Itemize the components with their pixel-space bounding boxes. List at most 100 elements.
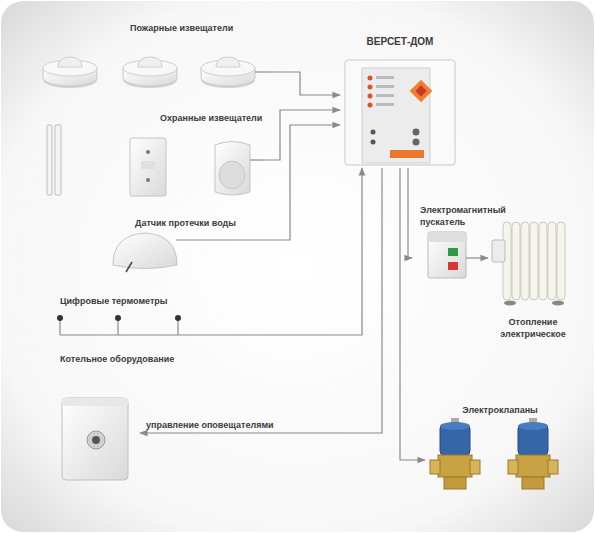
valve-base [522,477,544,489]
detector-dome [216,57,240,67]
thermometer-dot [175,315,181,321]
connector-line [408,168,412,258]
detector-group: Пожарные извещатели [25,18,270,100]
valve-base [444,477,466,489]
sensor-node: Датчик протечки воды [105,213,255,275]
heater-fin [521,222,529,300]
starter-device: Электромагнитный пускатель [412,202,472,280]
indicator-led [368,103,373,108]
starter-body [428,232,466,278]
indicator-led [368,85,373,90]
panel-button [371,130,376,135]
valve-group: Электроклапаны [425,402,575,497]
starter-top [428,232,466,242]
glass-break-sensor [130,138,166,196]
smoke-detector [201,57,255,88]
valve-body [516,455,550,477]
connector-line [200,168,362,335]
heater-foot [552,301,564,306]
warning-mark [415,85,426,96]
node-heading: Датчик протечки воды [135,217,236,229]
node-heading: Котельное оборудование [60,353,174,365]
logo-strip [390,150,424,158]
valve-body [438,455,472,477]
led-caption [376,76,394,79]
valve-fitting [430,460,440,474]
thermometer-bus [57,315,200,335]
edge-label: управление оповещателями [146,419,274,431]
boiler-body [62,398,128,480]
indicator-led [368,94,373,99]
node-heading: Пожарные извещатели [130,22,233,34]
node-heading: Цифровые термометры [60,295,168,307]
panel-case [345,60,455,165]
node-heading: Электроклапаны [425,404,575,416]
smoke-detector [43,57,97,88]
sensor-window [141,161,155,169]
detector-group: Охранные извещатели [35,108,265,203]
thermometer-dot [115,315,121,321]
bus-wire [60,334,200,335]
connector-line [140,168,382,433]
heater-fin [557,222,565,300]
connector-line [472,257,488,258]
led-caption [376,103,394,106]
connector-line [270,72,340,95]
valve-fitting [548,460,558,474]
heater-fin [539,222,547,300]
sensor-hole [146,178,150,182]
wire [250,159,265,160]
boiler-top [62,398,128,406]
heater-device: Отопление электрическое [488,216,578,344]
connector-line [265,110,340,160]
heater-control [492,240,505,262]
panel-button [413,129,420,136]
sensor-bus: Цифровые термометры [50,292,200,342]
door-magnet [55,125,61,195]
solenoid-valve [430,418,480,489]
motion-sensor [215,142,250,196]
coil-top [518,422,548,430]
led-caption [376,94,394,97]
stop-button [448,262,458,270]
connector-line [255,125,340,240]
coil-top [440,422,470,430]
wire [255,71,270,72]
node-heading: Охранные извещатели [160,112,262,124]
boiler-port-hole [92,436,100,444]
wire [466,257,472,258]
door-contact [47,125,52,195]
boiler-device: Котельное оборудование [50,350,140,483]
node-heading: Отопление электрическое [488,316,578,340]
wire [176,239,255,240]
oil-heater [492,222,565,306]
heater-foot [504,301,516,306]
valve-fitting [508,460,518,474]
detector-dome [138,57,162,67]
boiler-port [87,431,105,449]
start-button [448,248,458,256]
solenoid-valve [508,418,558,489]
detector-dome [58,57,82,67]
panel-button [413,139,420,146]
sensor-probe [126,262,132,272]
valve-fitting [470,460,480,474]
warning-diamond [410,80,433,103]
node-heading: ВЕРСЕТ-ДОМ [340,36,460,48]
sensor-lens [219,161,245,189]
heater-fin [548,222,556,300]
controller-unit: ВЕРСЕТ-ДОМ [340,33,460,168]
heater-fin [512,222,520,300]
heater-fin [530,222,538,300]
leak-sensor [113,233,177,269]
sensor-hole [146,150,150,154]
connector-line [400,168,425,460]
panel-button [371,140,376,145]
smoke-detector [123,57,177,88]
